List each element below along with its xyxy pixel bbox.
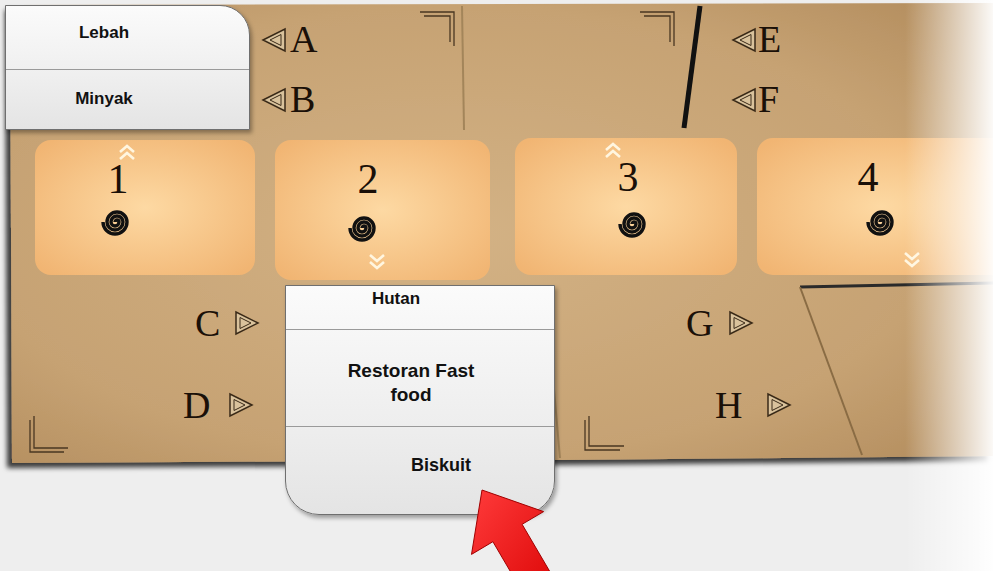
slot-triangle xyxy=(768,394,790,416)
panel-edge xyxy=(684,6,700,128)
slot-triangle xyxy=(263,29,285,51)
spiral-symbol xyxy=(350,218,374,240)
card-label: Hutan xyxy=(306,289,486,309)
slot-letter: B xyxy=(290,80,334,118)
tile-number: 4 xyxy=(838,156,898,198)
card-label: Lebah xyxy=(6,23,202,43)
card-divider xyxy=(6,69,249,70)
ingredient-card: HutanRestoran Fast foodBiskuit xyxy=(285,285,555,515)
slot-letter: A xyxy=(290,20,334,58)
slot-letter: F xyxy=(758,80,802,118)
chevron-mark xyxy=(370,255,384,268)
number-tile: 4 xyxy=(757,138,987,275)
tile-ground xyxy=(35,140,255,275)
spiral-symbol xyxy=(620,214,644,236)
slot-letter: G xyxy=(686,304,730,342)
slot-panel: EF xyxy=(690,5,990,130)
slot-triangle xyxy=(733,89,755,111)
tile-number: 1 xyxy=(88,158,148,200)
slot-letter: D xyxy=(183,386,227,424)
number-tile: 3 xyxy=(515,138,737,275)
number-tile: 1 xyxy=(35,140,255,275)
slot-triangle xyxy=(730,312,752,334)
slot-triangle xyxy=(230,394,252,416)
panel-edge xyxy=(800,287,862,455)
slot-letter: C xyxy=(195,304,239,342)
slot-letter: E xyxy=(758,20,802,58)
number-tile: 2 xyxy=(275,140,490,280)
red-arrow xyxy=(472,490,563,571)
slot-triangle xyxy=(236,312,258,334)
card-divider xyxy=(286,329,554,330)
edge-fade xyxy=(905,0,993,571)
tile-ground xyxy=(275,140,490,280)
slot-triangle xyxy=(263,89,285,111)
slot-panel: AB xyxy=(250,5,460,130)
spiral-symbol xyxy=(868,212,892,234)
tile-number: 3 xyxy=(598,156,658,198)
ingredient-card: LebahMinyak xyxy=(5,5,250,130)
tile-ground xyxy=(515,138,737,275)
card-label: Restoran Fast food xyxy=(346,359,476,407)
slot-panel: GH xyxy=(560,285,860,460)
panel-edge xyxy=(462,6,464,130)
tile-number: 2 xyxy=(338,158,398,200)
card-divider xyxy=(286,426,554,427)
card-label: Minyak xyxy=(6,89,202,109)
card-label: Biskuit xyxy=(351,455,531,477)
spiral-symbol xyxy=(103,212,127,234)
slot-triangle xyxy=(733,29,755,51)
slot-panel: CD xyxy=(20,285,300,460)
slot-letter: H xyxy=(715,386,759,424)
